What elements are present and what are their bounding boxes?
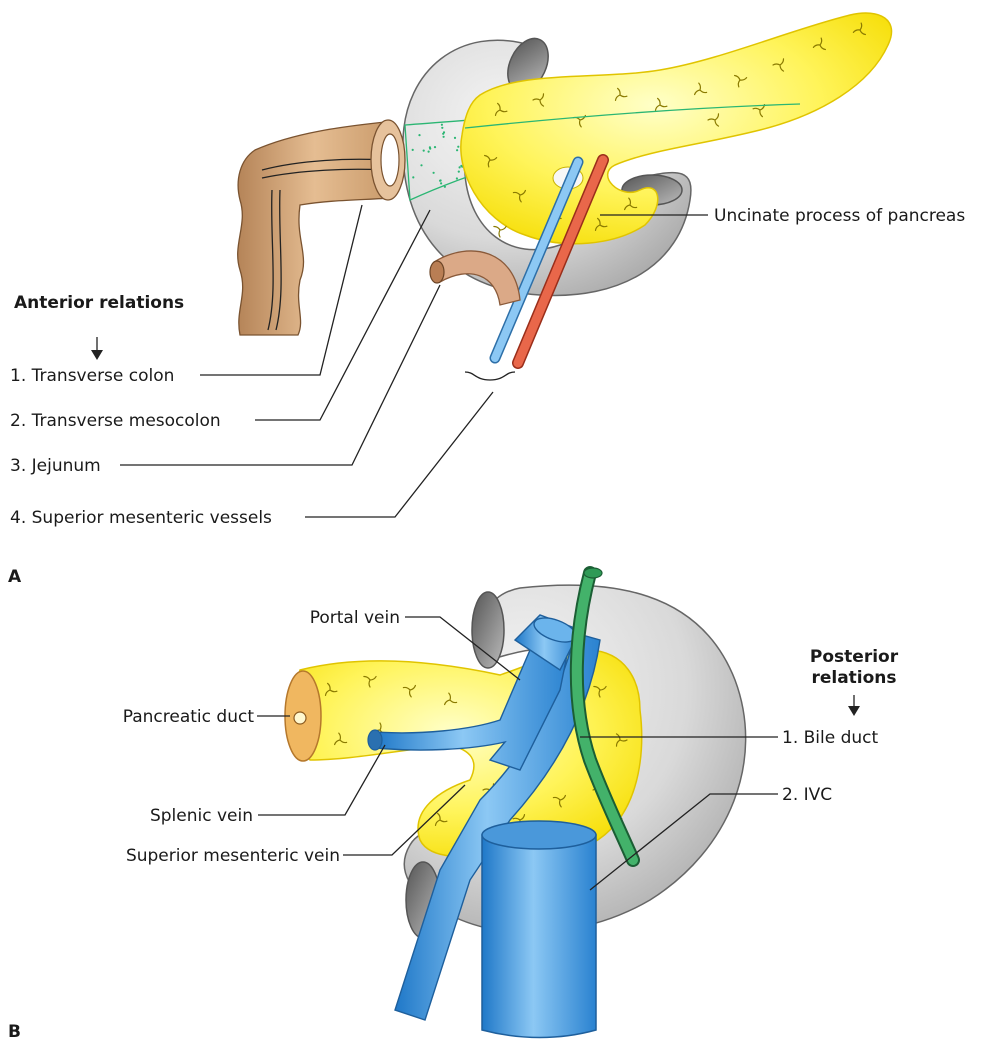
mesocolon-dot	[457, 146, 459, 148]
pancreatic-duct-label: Pancreatic duct	[123, 707, 255, 727]
duodenum-b-opening-upper	[472, 592, 504, 668]
mesocolon-dot	[428, 151, 430, 153]
mesocolon-dot	[433, 172, 435, 174]
panel-a-letter: A	[8, 567, 22, 587]
mesocolon-dot	[439, 180, 441, 182]
posterior-item-2: 2. IVC	[782, 785, 832, 805]
mesocolon-dot	[418, 134, 420, 136]
posterior-relations-heading-1: Posterior	[810, 647, 899, 667]
posterior-item-1: 1. Bile duct	[782, 728, 879, 748]
superior-mesenteric-vein-label: Superior mesenteric vein	[126, 846, 340, 866]
portal-vein-label: Portal vein	[310, 608, 400, 628]
panel-b-letter: B	[8, 1022, 21, 1042]
inferior-vena-cava	[482, 821, 596, 1038]
mesocolon-dot	[458, 171, 460, 173]
mesocolon-dot	[420, 164, 422, 166]
mesocolon-dot	[443, 136, 445, 138]
mesocolon-dot	[460, 165, 462, 167]
mesocolon-dot	[443, 131, 445, 133]
splenic-vein-label: Splenic vein	[150, 806, 253, 826]
anterior-item-2: 2. Transverse mesocolon	[10, 411, 221, 431]
anterior-relations-heading: Anterior relations	[14, 293, 184, 313]
transverse-colon	[238, 120, 405, 335]
pancreatic-duct-opening	[294, 712, 306, 724]
posterior-relations-heading-2: relations	[811, 668, 896, 688]
mesocolon-dot	[441, 124, 443, 126]
pancreas-texture-mark	[494, 226, 506, 237]
uncinate-label: Uncinate process of pancreas	[714, 206, 965, 226]
anterior-item-1: 1. Transverse colon	[10, 366, 174, 386]
mesocolon-dot	[423, 150, 425, 152]
mesocolon-dot	[444, 186, 446, 188]
mesocolon-dot	[412, 176, 414, 178]
mesocolon-dot	[456, 149, 458, 151]
anterior-item-3: 3. Jejunum	[10, 456, 101, 476]
jejunum-opening	[430, 261, 444, 283]
mesocolon-dot	[429, 146, 431, 148]
anterior-item-4: 4. Superior mesenteric vessels	[10, 508, 272, 528]
mesocolon-dot	[441, 127, 443, 129]
mesocolon-dot	[456, 177, 458, 179]
mesocolon-dot	[440, 182, 442, 184]
mesocolon-dot	[412, 149, 414, 151]
mesocolon-dot	[459, 166, 461, 168]
mesocolon-dot	[434, 146, 436, 148]
mesocolon-dot	[454, 137, 456, 139]
